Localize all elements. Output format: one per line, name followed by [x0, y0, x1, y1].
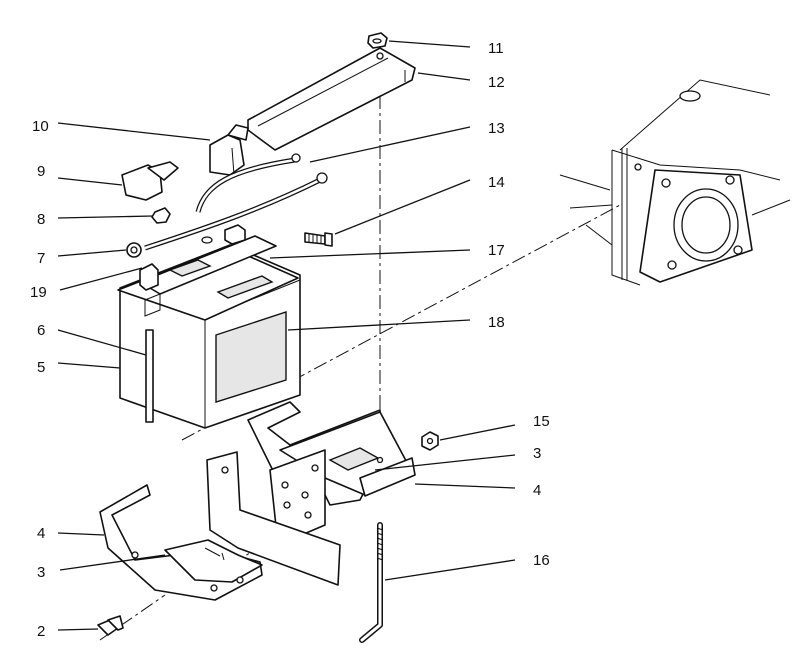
callout-4-upper: 4 [533, 482, 541, 499]
callout-7: 7 [37, 250, 45, 267]
callout-5: 5 [37, 359, 45, 376]
bolt-2 [97, 615, 124, 636]
callout-15: 15 [533, 413, 550, 430]
cables-13 [144, 153, 328, 251]
callout-labels: 11 12 13 14 10 9 8 7 19 17 18 6 5 15 3 4… [30, 40, 550, 640]
ring-terminal-7 [126, 242, 142, 258]
callout-14: 14 [488, 174, 505, 191]
callout-6: 6 [37, 322, 45, 339]
callout-10: 10 [32, 118, 49, 135]
bolt-14 [304, 232, 333, 247]
rod-6 [145, 329, 154, 423]
callout-17: 17 [488, 242, 505, 259]
battery-tray-lower [99, 484, 263, 601]
callout-13: 13 [488, 120, 505, 137]
callout-11: 11 [488, 40, 504, 57]
callout-9: 9 [37, 163, 45, 180]
leader-lines [57, 40, 516, 631]
battery-tray-upper [247, 401, 416, 546]
callout-12: 12 [488, 74, 505, 91]
nut-15 [421, 431, 439, 451]
callout-3-lower: 3 [37, 564, 45, 581]
hold-down-bar-12 [247, 47, 416, 151]
callout-8: 8 [37, 211, 45, 228]
nut-11 [367, 32, 388, 49]
battery-5 [117, 224, 301, 429]
callout-2: 2 [37, 623, 45, 640]
callout-19: 19 [30, 284, 47, 301]
callout-16: 16 [533, 552, 550, 569]
terminal-cover-10 [209, 124, 249, 176]
callout-4-lower: 4 [37, 525, 45, 542]
terminal-cover-9 [121, 161, 179, 201]
callout-18: 18 [488, 314, 505, 331]
spacer-plate [206, 451, 341, 586]
j-bolt-16 [359, 522, 384, 643]
nut-8 [151, 207, 171, 224]
frame-housing [559, 79, 791, 286]
callout-3-upper: 3 [533, 445, 541, 462]
